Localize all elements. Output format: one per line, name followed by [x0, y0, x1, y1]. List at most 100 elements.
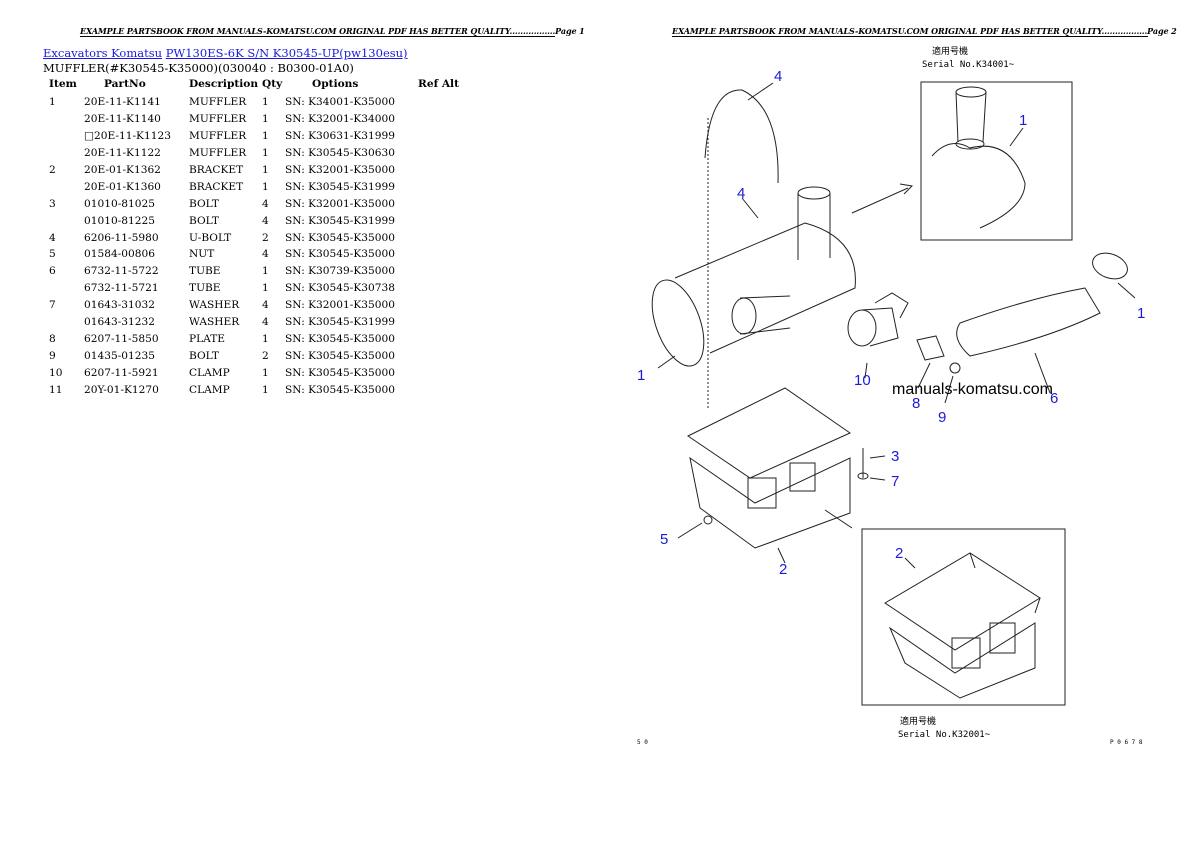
cell-ref-alt — [418, 94, 463, 111]
cell-options: SN: K34001-K35000 — [285, 96, 395, 109]
col-ref-alt: Ref Alt — [418, 78, 459, 90]
bracket-main — [687, 387, 852, 549]
cell-options: SN: K30545-K35000 — [285, 349, 395, 362]
cell-ref-alt — [418, 246, 463, 263]
cell-options: SN: K30739-K35000 — [285, 265, 395, 278]
cell-description: BRACKET — [189, 180, 244, 193]
cell-item: 4 — [49, 231, 56, 244]
cell-options: SN: K30545-K31999 — [285, 316, 395, 329]
col-qty: Qty — [262, 78, 283, 90]
cell-description: MUFFLER — [189, 147, 247, 160]
cell-partno: 01435-01235 — [84, 349, 155, 362]
callout-4-top: 4 — [774, 68, 782, 85]
breadcrumb-link-model[interactable]: PW130ES-6K S/N K30545-UP(pw130esu) — [165, 46, 408, 60]
cell-qty: 4 — [262, 316, 269, 329]
cell-item — [43, 145, 84, 162]
callout-2-inset: 2 — [895, 545, 903, 562]
col-partno: PartNo — [104, 78, 146, 90]
cell-partno: 01010-81225 — [84, 214, 155, 227]
cell-ref-alt — [418, 162, 463, 179]
cell-options: SN: K30545-K30738 — [285, 282, 395, 295]
corner-label-right: P 0 6 7 8 — [1110, 739, 1143, 746]
cell-description: BOLT — [189, 349, 219, 362]
parts-diagram: 4 4 1 1 1 10 8 9 6 3 7 5 2 2 適用号機 Serial… — [637, 45, 1145, 746]
cell-item — [43, 128, 84, 145]
cell-description: U-BOLT — [189, 231, 232, 244]
callout-1-inset: 1 — [1019, 112, 1027, 129]
cell-qty: 4 — [262, 214, 269, 227]
cell-partno: 20E-11-K1141 — [84, 96, 161, 109]
col-item: Item — [49, 78, 77, 90]
cell-qty: 1 — [262, 265, 269, 278]
cell-ref-alt — [418, 347, 463, 364]
cell-ref-alt — [418, 195, 463, 212]
cell-ref-alt — [418, 297, 463, 314]
cell-ref-alt — [418, 381, 463, 398]
cell-item: 11 — [49, 383, 63, 396]
cell-partno: 20E-11-K1140 — [84, 113, 161, 126]
cell-options: SN: K30545-K35000 — [285, 248, 395, 261]
table-header-row: Item PartNo Description Qty Options Ref … — [43, 76, 463, 94]
cell-partno: 6207-11-5850 — [84, 332, 159, 345]
breadcrumb: Excavators Komatsu PW130ES-6K S/N K30545… — [43, 46, 408, 60]
table-row: 4 6206-11-5980 U-BOLT 2 SN: K30545-K35000 — [43, 229, 463, 246]
callout-1-left: 1 — [637, 367, 645, 384]
cell-item: 8 — [49, 332, 56, 345]
cell-qty: 2 — [262, 231, 269, 244]
cell-ref-alt — [418, 178, 463, 195]
cell-partno: 01643-31232 — [84, 316, 155, 329]
cell-ref-alt — [418, 145, 463, 162]
cell-ref-alt — [418, 263, 463, 280]
inset-bottom-frame — [861, 528, 1066, 706]
cell-partno: 6206-11-5980 — [84, 231, 159, 244]
page1-header: EXAMPLE PARTSBOOK FROM MANUALS-KOMATSU.C… — [80, 26, 585, 36]
cell-description: MUFFLER — [189, 113, 247, 126]
washer-7 — [857, 472, 869, 480]
breadcrumb-link-category[interactable]: Excavators Komatsu — [43, 46, 163, 60]
callouts: 4 4 1 1 1 10 8 9 6 3 7 5 2 2 — [637, 68, 1145, 578]
inset-top-muffler — [931, 86, 1026, 229]
cell-description: WASHER — [189, 299, 240, 312]
page2-header: EXAMPLE PARTSBOOK FROM MANUALS-KOMATSU.C… — [672, 26, 1177, 36]
cell-item — [43, 314, 84, 331]
cell-ref-alt — [418, 364, 463, 381]
cell-ref-alt — [418, 314, 463, 331]
cell-description: CLAMP — [189, 366, 230, 379]
cell-partno: □20E-11-K1123 — [84, 130, 171, 143]
u-bolt — [704, 89, 779, 184]
callout-7: 7 — [891, 473, 899, 490]
cell-ref-alt — [418, 128, 463, 145]
plate-8 — [916, 335, 945, 361]
inset-top-serial: Serial No.K34001~ — [922, 60, 1015, 70]
cell-description: MUFFLER — [189, 96, 247, 109]
cell-qty: 1 — [262, 164, 269, 176]
cell-qty: 4 — [262, 248, 269, 261]
cell-qty: 1 — [262, 383, 269, 396]
cell-description: PLATE — [189, 332, 226, 345]
cell-description: TUBE — [189, 282, 221, 295]
cell-qty: 4 — [262, 197, 269, 210]
cell-partno: 01584-00806 — [84, 248, 155, 261]
parts-table: Item PartNo Description Qty Options Ref … — [43, 76, 463, 398]
nut-5 — [703, 515, 713, 525]
cell-description: TUBE — [189, 265, 221, 278]
callout-8: 8 — [912, 395, 920, 412]
cell-options: SN: K32001-K35000 — [285, 197, 395, 210]
callout-5: 5 — [660, 531, 668, 548]
cell-options: SN: K32001-K35000 — [285, 299, 395, 312]
cell-options: SN: K30545-K31999 — [285, 214, 395, 227]
cell-qty: 1 — [262, 113, 269, 126]
cell-item: 3 — [49, 197, 56, 210]
muffler-body — [651, 186, 856, 367]
cell-qty: 1 — [262, 180, 269, 193]
cell-options: SN: K30545-K35000 — [285, 231, 395, 244]
col-options: Options — [312, 78, 359, 90]
cell-partno: 01010-81025 — [84, 197, 155, 210]
inset-top-frame — [920, 81, 1073, 241]
